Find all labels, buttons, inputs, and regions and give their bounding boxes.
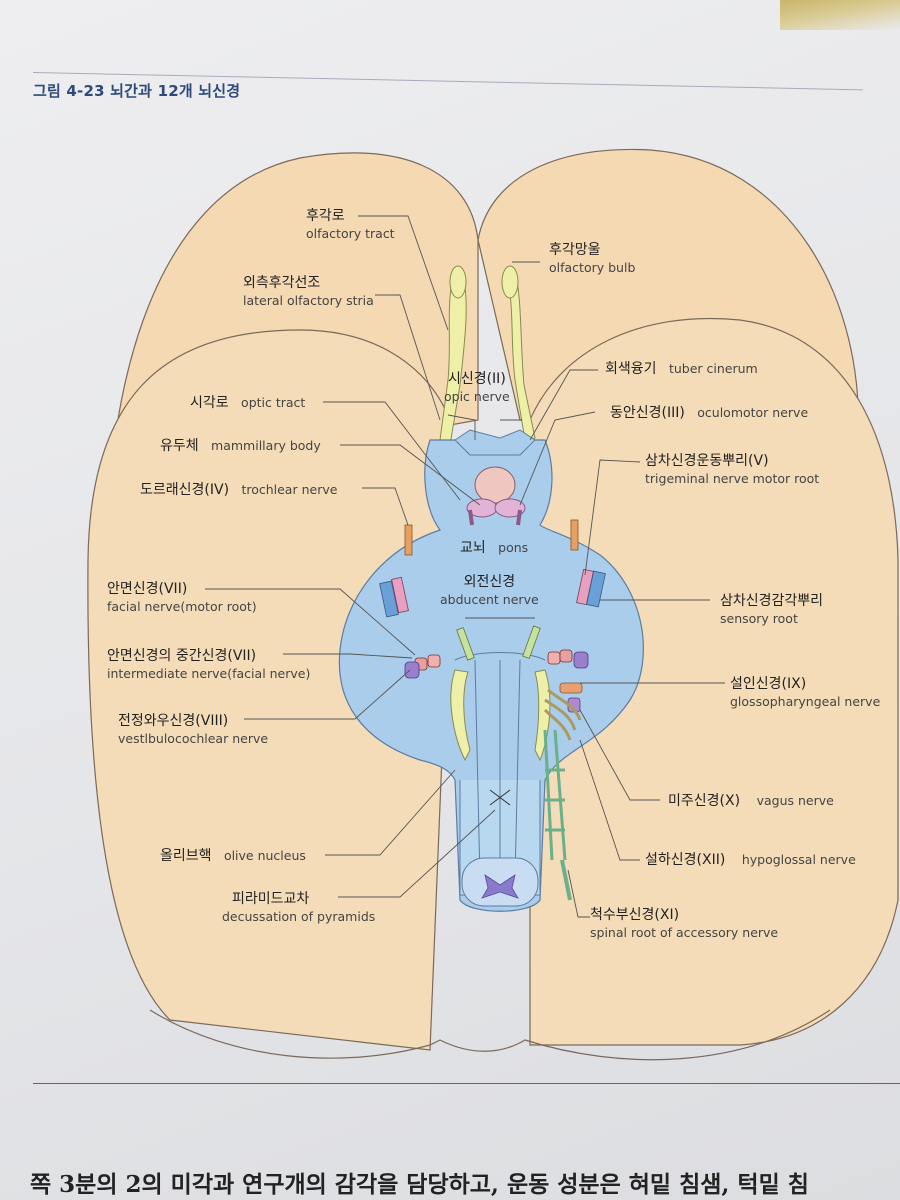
label-en: intermediate nerve(facial nerve) bbox=[107, 665, 311, 681]
body-text-line: 쪽 3분의 2의 미각과 연구개의 감각을 담당하고, 운동 성분은 혀밑 침샘… bbox=[30, 1171, 809, 1198]
label-ko: 삼차신경감각뿌리 bbox=[720, 593, 824, 609]
label-en: mammillary body bbox=[211, 438, 321, 453]
label-oculomotor-nerve: 동안신경(III) oculomotor nerve bbox=[610, 404, 808, 423]
label-en: vestlbulocochlear nerve bbox=[118, 730, 269, 746]
label-en: trochlear nerve bbox=[241, 482, 338, 497]
label-facial-nerve: 안면신경(VII) facial nerve(motor root) bbox=[107, 580, 257, 616]
label-en: trigeminal nerve motor root bbox=[645, 470, 820, 486]
label-hypoglossal-nerve: 설하신경(XII) hypoglossal nerve bbox=[645, 851, 856, 870]
label-en: hypoglossal nerve bbox=[741, 852, 856, 867]
label-trigeminal-sensory-root: 삼차신경감각뿌리 sensory root bbox=[720, 592, 823, 628]
label-ko: 외전신경 bbox=[463, 574, 516, 590]
label-decussation-of-pyramids: 피라미드교차 decussation of pyramids bbox=[222, 890, 394, 926]
label-en: glossopharyngeal nerve bbox=[730, 693, 881, 709]
label-ko: 외측후각선조 bbox=[243, 275, 321, 291]
label-en: vagus nerve bbox=[756, 793, 834, 808]
label-en: decussation of pyramids bbox=[222, 908, 376, 924]
label-ko: 전정와우신경(VIII) bbox=[118, 713, 229, 729]
label-en: optic tract bbox=[241, 395, 306, 410]
label-en: sensory root bbox=[720, 610, 798, 626]
label-en: tuber cinerum bbox=[668, 361, 758, 376]
label-en: lateral olfactory stria bbox=[243, 292, 374, 308]
label-olfactory-bulb: 후각망울 olfactory bulb bbox=[549, 241, 635, 277]
label-en: olive nucleus bbox=[223, 848, 306, 863]
label-vagus-nerve: 미주신경(X) vagus nerve bbox=[668, 792, 834, 811]
label-ko: 피라미드교차 bbox=[232, 891, 310, 907]
label-ko: 척수부신경(XI) bbox=[590, 907, 680, 923]
brainstem bbox=[338, 439, 644, 912]
label-trochlear-nerve: 도르래신경(IV) trochlear nerve bbox=[140, 481, 337, 500]
label-optic-nerve: 시신경(II) opic nerve bbox=[444, 370, 510, 406]
cerebrum-silhouette bbox=[87, 148, 899, 1061]
label-ko: 올리브핵 bbox=[160, 848, 212, 864]
bottom-rule bbox=[33, 1083, 900, 1084]
figure-title: 그림 4-23 뇌간과 12개 뇌신경 bbox=[33, 82, 241, 100]
label-ko: 설인신경(IX) bbox=[730, 676, 807, 692]
leader-lines bbox=[205, 215, 725, 918]
label-intermediate-nerve: 안면신경의 중간신경(VII) intermediate nerve(facia… bbox=[107, 647, 310, 683]
label-olfactory-tract: 후각로 olfactory tract bbox=[306, 207, 395, 243]
label-ko: 후각망울 bbox=[549, 242, 601, 258]
label-ko: 도르래신경(IV) bbox=[140, 482, 230, 498]
label-olive-nucleus: 올리브핵 olive nucleus bbox=[160, 847, 306, 866]
label-trigeminal-motor-root: 삼차신경운동뿌리(V) trigeminal nerve motor root bbox=[645, 452, 819, 488]
label-vestibulocochlear-nerve: 전정와우신경(VIII) vestlbulocochlear nerve bbox=[118, 712, 268, 748]
label-glossopharyngeal-nerve: 설인신경(IX) glossopharyngeal nerve bbox=[730, 675, 880, 711]
label-en: opic nerve bbox=[444, 388, 510, 404]
label-lateral-olfactory-stria: 외측후각선조 lateral olfactory stria bbox=[243, 274, 374, 310]
cranial-nerves bbox=[379, 519, 606, 901]
label-optic-tract: 시각로 optic tract bbox=[190, 394, 305, 413]
label-ko: 교뇌 bbox=[460, 540, 486, 556]
label-ko: 설하신경(XII) bbox=[645, 852, 726, 868]
label-en: pons bbox=[498, 540, 529, 555]
label-en: abducent nerve bbox=[440, 591, 539, 607]
label-ko: 안면신경의 중간신경(VII) bbox=[107, 648, 257, 664]
label-ko: 동안신경(III) bbox=[610, 405, 685, 421]
label-en: spinal root of accessory nerve bbox=[590, 924, 779, 940]
label-ko: 유두체 bbox=[160, 438, 199, 454]
label-ko: 시각로 bbox=[190, 395, 229, 411]
label-ko: 후각로 bbox=[306, 208, 345, 224]
label-mammillary-body: 유두체 mammillary body bbox=[160, 437, 321, 456]
label-tuber-cinerum: 회색융기 tuber cinerum bbox=[605, 360, 758, 379]
label-ko: 회색융기 bbox=[605, 361, 657, 377]
label-ko: 삼차신경운동뿌리(V) bbox=[645, 453, 769, 469]
label-ko: 미주신경(X) bbox=[668, 793, 741, 809]
label-en: olfactory tract bbox=[306, 225, 395, 241]
label-accessory-nerve: 척수부신경(XI) spinal root of accessory nerve bbox=[590, 906, 778, 942]
label-en: facial nerve(motor root) bbox=[107, 598, 257, 614]
label-ko: 시신경(II) bbox=[447, 371, 506, 387]
label-ko: 안면신경(VII) bbox=[107, 581, 188, 597]
label-en: olfactory bulb bbox=[549, 259, 636, 275]
label-en: oculomotor nerve bbox=[697, 405, 809, 420]
label-abducent-nerve: 외전신경 abducent nerve bbox=[440, 573, 539, 609]
label-pons: 교뇌 pons bbox=[460, 539, 528, 558]
page-corner-decoration bbox=[780, 0, 900, 30]
olfactory-tracts bbox=[439, 265, 536, 446]
